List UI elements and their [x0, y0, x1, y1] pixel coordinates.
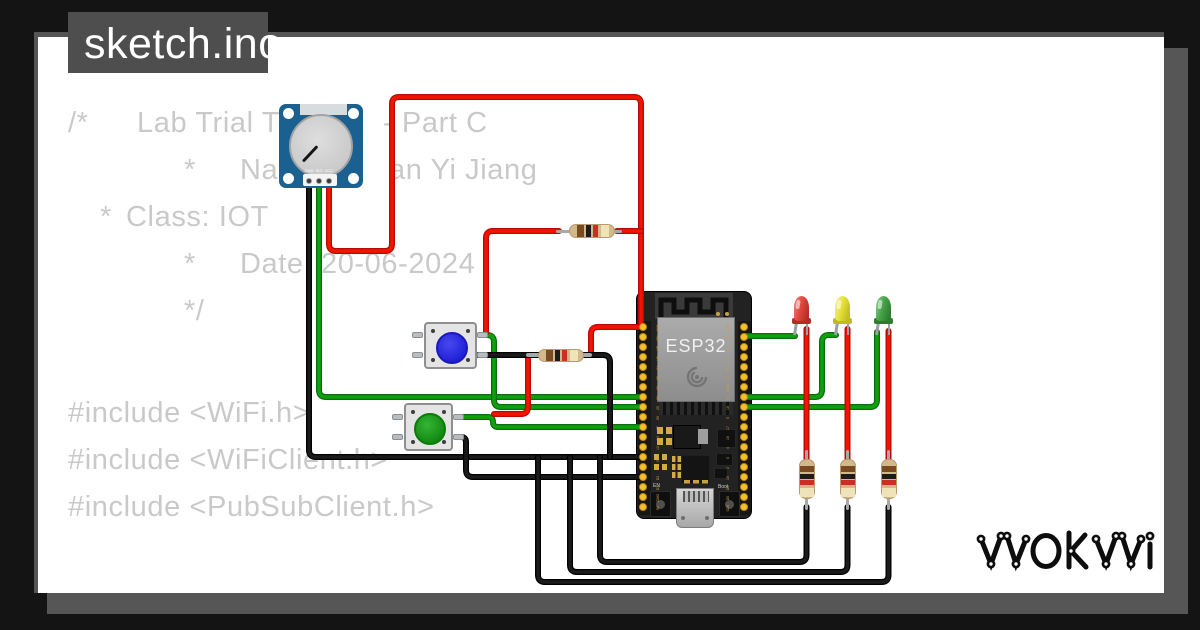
- antenna-pad-dot: [716, 312, 720, 316]
- en-button[interactable]: [650, 491, 671, 517]
- code-line-fragment: Date: 20-06-2024: [240, 248, 476, 280]
- code-line-fragment: #include <PubSubClient.h>: [68, 491, 435, 523]
- button-lead: [392, 414, 403, 420]
- code-line-fragment: #include <WiFi.h>: [68, 397, 311, 429]
- code-line-fragment: *: [184, 154, 196, 186]
- led-series-resistor[interactable]: [798, 450, 815, 510]
- resistor-band: [799, 488, 814, 497]
- code-line-fragment: Lab Trial T: [137, 107, 281, 139]
- pin-label-CLK: CLK: [726, 504, 730, 512]
- pin-label-5V: 5V: [656, 505, 660, 511]
- regulator-tab: [698, 429, 708, 444]
- button-lead: [412, 352, 423, 358]
- logo-node-dots: [976, 531, 1155, 569]
- green-led[interactable]: [873, 296, 893, 342]
- esp32-shield-module: ESP32: [657, 317, 735, 402]
- potentiometer-body-strip: [300, 104, 347, 115]
- capacitor: [657, 427, 672, 434]
- resistor-body: [839, 459, 856, 499]
- resistor-band: [562, 350, 567, 361]
- pot-gnd-pin[interactable]: [306, 178, 312, 184]
- resistor-band: [799, 474, 814, 479]
- left-pin-header: [638, 321, 651, 515]
- button-lead: [392, 434, 403, 440]
- led-series-resistor[interactable]: [839, 450, 856, 510]
- code-line-fragment: *: [100, 201, 112, 233]
- module-castellation-pads: [659, 402, 733, 415]
- resistor-band: [881, 488, 896, 497]
- espressif-spiral-icon: [686, 366, 708, 388]
- blue-pushbutton[interactable]: [424, 322, 477, 369]
- resistor-body: [798, 459, 815, 499]
- led-flange: [873, 318, 893, 324]
- smd-chip: [717, 429, 736, 448]
- resistor-band: [881, 474, 896, 479]
- led-series-resistor[interactable]: [880, 450, 897, 510]
- wokwi-logo: [976, 530, 1155, 572]
- code-line-fragment: an Yi Jiang: [389, 154, 538, 186]
- antenna-pad-dot: [725, 312, 729, 316]
- pot-sig-pin[interactable]: [316, 178, 322, 184]
- smd-chip: [716, 453, 733, 466]
- potentiometer[interactable]: GND SIG VCC: [279, 104, 363, 188]
- sketch-filename: sketch.ino: [84, 20, 283, 68]
- code-line-fragment: #include <WiFiClient.h>: [68, 444, 389, 476]
- resistor-band: [840, 466, 855, 472]
- resistor-band: [601, 225, 609, 237]
- blue-button-cap[interactable]: [436, 332, 468, 364]
- esp32-chip-label: ESP32: [665, 336, 727, 356]
- code-line-fragment: */: [184, 295, 205, 327]
- resistor-band: [577, 225, 584, 237]
- resistor-body: [880, 459, 897, 499]
- sketch-filename-tab: sketch.ino: [68, 12, 283, 73]
- code-line-fragment: /*: [68, 107, 89, 139]
- yellow-led[interactable]: [832, 296, 852, 342]
- resistor-band: [546, 350, 553, 361]
- resistor-band: [799, 480, 814, 485]
- green-button-cap[interactable]: [414, 413, 446, 445]
- button-lead: [477, 332, 488, 338]
- pot-vcc-label: VCC: [324, 168, 334, 173]
- resistor-band: [799, 466, 814, 472]
- code-line-fragment: Class: IOT: [126, 201, 269, 233]
- resistor-band: [881, 466, 896, 472]
- pot-vcc-pin[interactable]: [326, 178, 332, 184]
- resistor-band: [840, 480, 855, 485]
- capacitor: [672, 472, 681, 478]
- capacitor: [672, 456, 681, 462]
- resistor-band: [840, 488, 855, 497]
- green-pushbutton[interactable]: [404, 403, 453, 451]
- right-pin-header: [738, 321, 751, 515]
- capacitor: [657, 438, 672, 445]
- resistor-band: [840, 474, 855, 479]
- resistor-band: [593, 225, 598, 237]
- pot-gnd-label: GND: [304, 168, 314, 173]
- wifi-antenna-icon: [655, 293, 733, 319]
- led-flange: [832, 318, 852, 324]
- resistor-band: [881, 480, 896, 485]
- code-line-fragment: *: [184, 248, 196, 280]
- resistor-1k-middle[interactable]: [538, 349, 584, 362]
- micro-usb-connector: [676, 488, 714, 528]
- capacitor: [672, 464, 681, 470]
- button-lead: [453, 434, 464, 440]
- button-lead: [477, 352, 488, 358]
- button-lead: [453, 414, 464, 420]
- resistor-band: [586, 225, 591, 237]
- resistor-band: [555, 350, 560, 361]
- red-led[interactable]: [791, 296, 811, 342]
- voltage-regulator: [673, 425, 701, 449]
- resistor-band: [570, 350, 578, 361]
- button-lead: [412, 332, 423, 338]
- resistor-1k-top[interactable]: [569, 224, 615, 238]
- led-flange: [791, 318, 811, 324]
- pot-sig-label: SIG: [315, 168, 323, 173]
- code-line-fragment: - Part C: [383, 107, 488, 139]
